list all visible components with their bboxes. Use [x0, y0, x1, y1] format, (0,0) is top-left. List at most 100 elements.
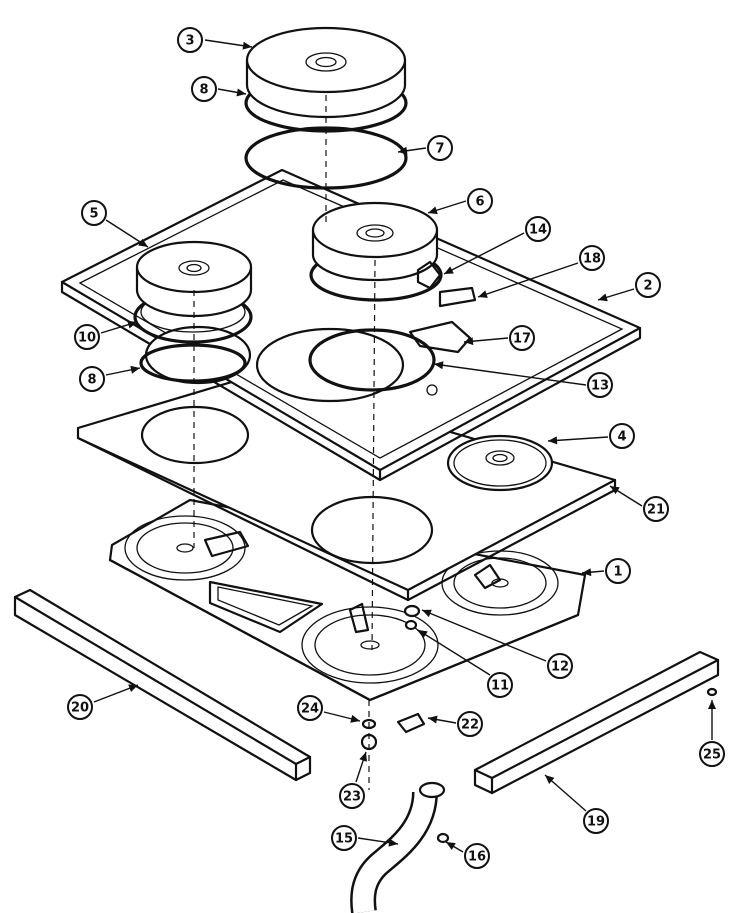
conduit-hose [350, 781, 446, 913]
callout-number: 2 [643, 279, 652, 294]
callout-25: 25 [699, 700, 725, 767]
callout-number: 8 [199, 83, 208, 98]
alignment-lines [193, 95, 376, 790]
callout-arrowhead [478, 290, 488, 298]
callout-number: 25 [703, 748, 721, 763]
callout-number: 8 [87, 373, 96, 388]
callout-bubble [547, 653, 573, 679]
callout-15: 15 [331, 825, 399, 851]
callout-22: 22 [427, 711, 483, 737]
callout-arrowhead [428, 715, 438, 724]
callout-number: 16 [468, 850, 486, 865]
callout-leader-line [421, 609, 547, 662]
callout-bubble [587, 372, 613, 398]
callout-arrowhead [350, 714, 360, 723]
callout-bubble [177, 27, 203, 53]
callout-number: 4 [617, 430, 626, 445]
callout-number: 21 [647, 503, 665, 518]
callout-number: 12 [551, 660, 569, 675]
callout-number: 18 [583, 252, 601, 267]
callout-bubble [67, 694, 93, 720]
callout-arrowhead [708, 700, 716, 709]
callout-bubble [605, 558, 631, 584]
callout-arrowhead [418, 630, 428, 639]
callout-8a: 8 [191, 76, 247, 102]
callout-arrowhead [444, 266, 454, 274]
left-side-trim [13, 588, 312, 782]
callout-arrowhead [388, 838, 398, 847]
callout-arrowhead [138, 238, 148, 247]
callout-bubble [191, 76, 217, 102]
callout-bubble [525, 216, 551, 242]
burner-box-pan [108, 498, 587, 702]
callout-leader-line [443, 232, 525, 275]
callout-leader-line [544, 774, 587, 812]
callout-number: 24 [301, 702, 319, 717]
callout-number: 23 [343, 790, 361, 805]
callout-2: 2 [597, 272, 661, 302]
callout-bubble [464, 843, 490, 869]
callout-number: 14 [529, 223, 547, 238]
callout-1: 1 [581, 558, 631, 584]
callout-arrowhead [236, 88, 246, 97]
callout-number: 17 [513, 332, 531, 347]
callout-arrowhead [428, 206, 438, 215]
callout-20: 20 [67, 684, 139, 720]
callout-bubble [331, 825, 357, 851]
callout-13: 13 [433, 361, 613, 398]
callout-leader-line [547, 436, 609, 442]
callout-arrowhead [130, 365, 140, 374]
callout-bubble [79, 366, 105, 392]
cooktop-panel [76, 373, 617, 602]
callout-19: 19 [544, 774, 609, 834]
callout-21: 21 [609, 485, 669, 522]
callout-bubble [467, 188, 493, 214]
callout-number: 1 [613, 565, 622, 580]
callout-4: 4 [547, 423, 635, 449]
callout-number: 3 [185, 34, 194, 49]
callout-17: 17 [463, 325, 535, 351]
callout-14: 14 [443, 216, 551, 275]
callout-number: 13 [591, 379, 609, 394]
callout-number: 5 [89, 207, 98, 222]
callout-arrowhead [598, 293, 608, 302]
callout-arrowhead [127, 320, 137, 329]
callout-23: 23 [339, 751, 367, 809]
callout-bubble [74, 324, 100, 350]
callout-arrowhead [242, 41, 252, 50]
callout-leader-line [417, 629, 491, 676]
callout-bubble [487, 672, 513, 698]
callout-bubble [635, 272, 661, 298]
callout-number: 11 [491, 679, 509, 694]
callout-bubble [457, 711, 483, 737]
callout-3: 3 [177, 27, 253, 53]
callout-6: 6 [427, 188, 493, 215]
callout-number: 22 [461, 718, 479, 733]
callout-arrowhead [398, 146, 408, 155]
callout-leader-line [433, 363, 587, 386]
callout-arrowhead [464, 337, 474, 346]
callout-16: 16 [445, 841, 490, 869]
callout-bubble [583, 808, 609, 834]
callout-number: 19 [587, 815, 605, 830]
callout-11: 11 [417, 629, 513, 698]
callout-bubble [297, 695, 323, 721]
callout-arrowhead [545, 775, 555, 784]
callout-number: 20 [71, 701, 89, 716]
callout-arrowhead [128, 684, 138, 692]
callout-number: 15 [335, 832, 353, 847]
right-side-trim [473, 650, 720, 795]
callout-arrowhead [548, 436, 558, 445]
callout-arrowhead [610, 486, 620, 495]
callout-10: 10 [74, 320, 138, 350]
callout-5: 5 [81, 200, 149, 248]
callout-18: 18 [477, 245, 605, 298]
callout-leader-line [477, 262, 579, 298]
callout-arrowhead [359, 752, 367, 762]
callout-number: 6 [475, 195, 484, 210]
callout-bubble [699, 741, 725, 767]
callout-8b: 8 [79, 365, 141, 392]
callout-bubble [509, 325, 535, 351]
